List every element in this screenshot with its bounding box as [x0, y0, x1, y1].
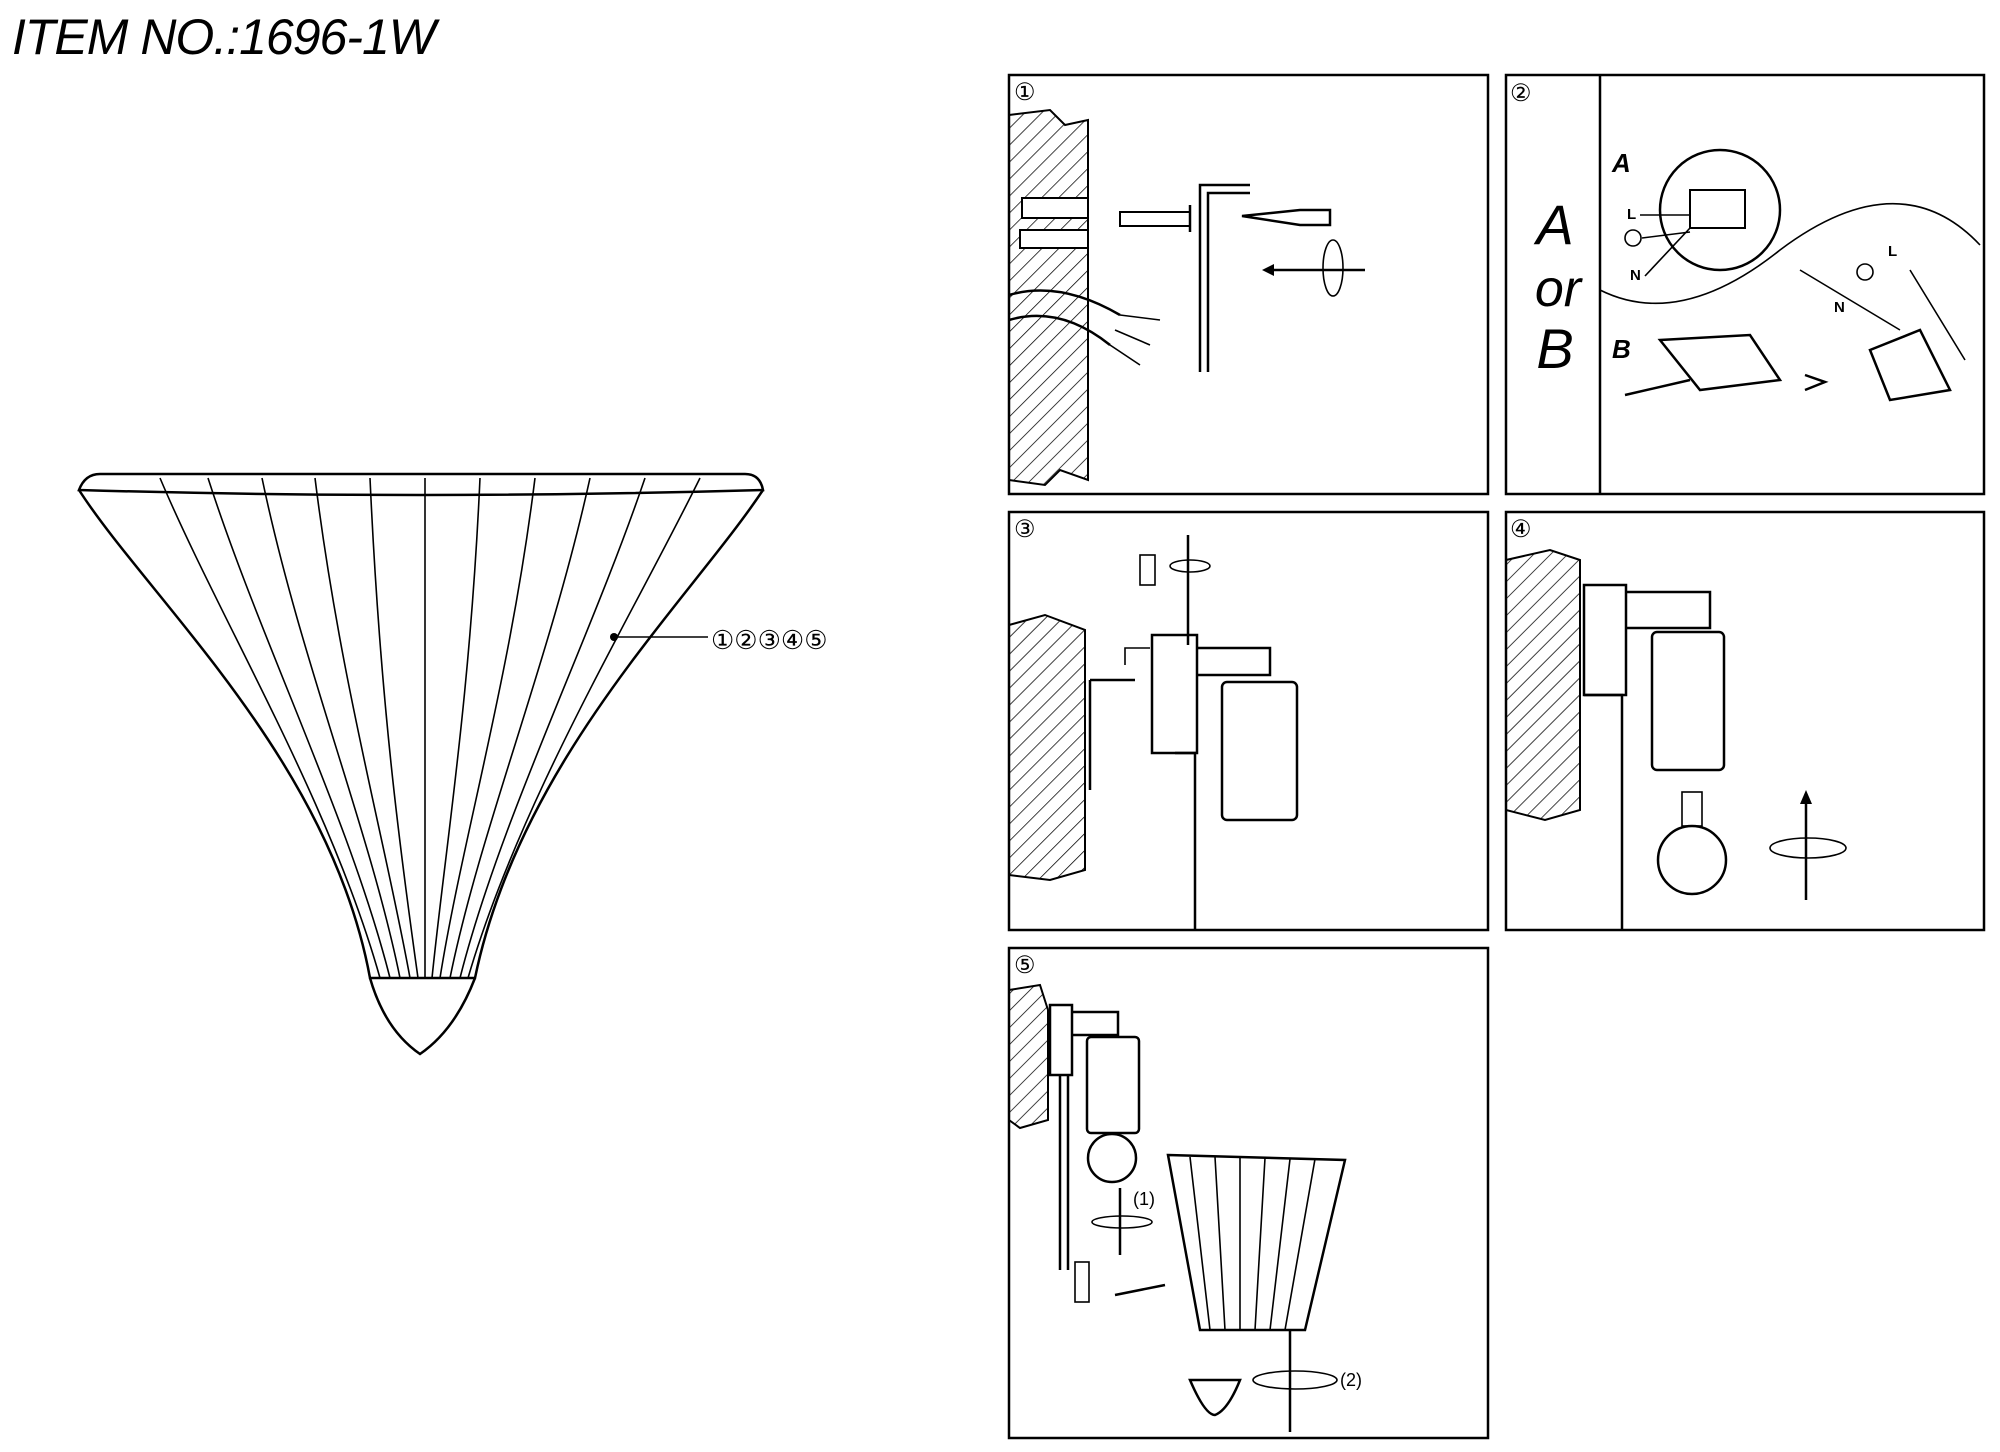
step-5-number: ⑤ [1014, 952, 1036, 979]
choice-a-label: A [1533, 193, 1573, 256]
wall-icon [1505, 548, 1581, 822]
live-label-2: L [1888, 243, 1897, 260]
mounting-bracket-icon [1088, 678, 1135, 790]
neutral-label: N [1630, 267, 1641, 284]
lamp-holder-icon [1085, 1035, 1141, 1135]
wall-icon [1008, 108, 1089, 487]
step-3-panel: ③ [1007, 510, 1490, 932]
arrow-left-icon [1114, 1283, 1166, 1297]
sub-step-2-label: (2) [1340, 1370, 1362, 1390]
lamp-holder-icon [1650, 630, 1726, 772]
wall-icon [1008, 613, 1086, 882]
anchor-icon [1119, 211, 1191, 227]
live-label: L [1627, 206, 1636, 223]
step-1-panel: ① [1007, 73, 1490, 496]
lamp-shade-drawing: ①②③④⑤ [77, 472, 828, 1056]
bolt-icon [1139, 554, 1156, 586]
screw-icon [1241, 208, 1332, 227]
wall-plug-icon [1019, 229, 1089, 249]
shade-icon [1166, 1153, 1347, 1332]
arrow-down-icon [1124, 647, 1150, 665]
neutral-label-2: N [1834, 299, 1845, 316]
shade-pleats [159, 477, 701, 979]
choice-or-label: or [1535, 260, 1584, 318]
bulb-icon [1656, 824, 1728, 896]
rotate-icon [1169, 559, 1211, 573]
connector-assembled-icon [1868, 328, 1952, 402]
backplate-icon [1150, 633, 1199, 755]
sub-step-1-label: (1) [1133, 1189, 1155, 1209]
rotate-icon [1091, 1215, 1153, 1229]
wall-icon [1008, 983, 1049, 1130]
choice-b-label: B [1536, 317, 1573, 380]
rotate-icon [1322, 239, 1344, 297]
terminal-detail-circle [1658, 148, 1782, 272]
callout-steps: ①②③④⑤ [711, 625, 828, 655]
terminal-block-icon [1689, 189, 1746, 229]
step-2-number: ② [1510, 80, 1532, 107]
option-a-label: A [1611, 148, 1631, 178]
step-4-number: ④ [1510, 516, 1532, 543]
earth-icon [1624, 229, 1642, 247]
rotate-icon [1252, 1370, 1338, 1390]
step-3-number: ③ [1014, 516, 1036, 543]
lamp-holder-icon [1220, 680, 1299, 822]
rotate-icon [1769, 837, 1847, 859]
item-number-title: ITEM NO.:1696-1W [12, 9, 436, 65]
bulb-icon [1086, 1132, 1138, 1184]
step-2-panel: ② A or B A B L N L N [1504, 73, 1986, 496]
screwdriver-icon [1624, 378, 1691, 397]
step-4-panel: ④ [1504, 510, 1986, 932]
hex-key-icon [1198, 183, 1250, 372]
finial-icon [1188, 1378, 1242, 1417]
connector-b-icon [1657, 333, 1783, 392]
step-5-panel: ⑤ (1) (2) [1007, 946, 1490, 1440]
arrow-right-icon [1804, 373, 1829, 392]
option-b-label: B [1612, 334, 1631, 364]
step-1-number: ① [1014, 79, 1036, 106]
bolt-icon [1074, 1261, 1090, 1303]
